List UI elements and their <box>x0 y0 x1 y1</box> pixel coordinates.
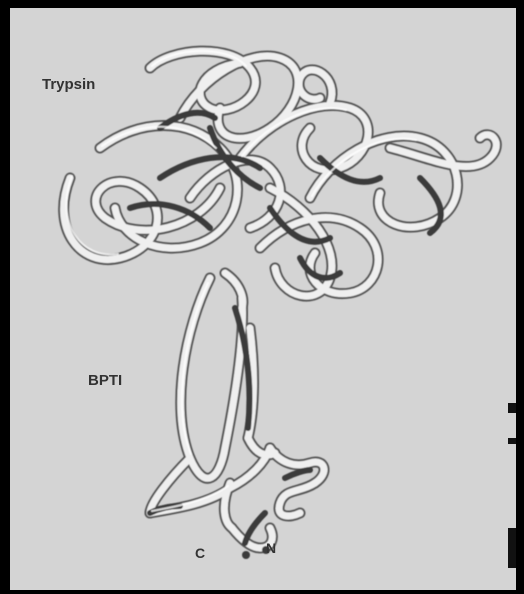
page-edge-bleed <box>508 528 516 568</box>
protein-structure-drawing <box>10 8 516 590</box>
c-terminus-marker <box>242 551 250 559</box>
bpti-label: BPTI <box>88 372 122 389</box>
page-edge-bleed <box>508 438 516 444</box>
c-terminus-label: C <box>195 545 205 561</box>
protein-ribbon-figure: Trypsin BPTI C N <box>10 8 516 590</box>
trypsin-label: Trypsin <box>42 76 95 93</box>
n-terminus-label: N <box>266 540 276 556</box>
bpti-ribbon <box>150 273 324 559</box>
page-edge-bleed <box>508 403 516 413</box>
trypsin-ribbon <box>64 51 497 296</box>
